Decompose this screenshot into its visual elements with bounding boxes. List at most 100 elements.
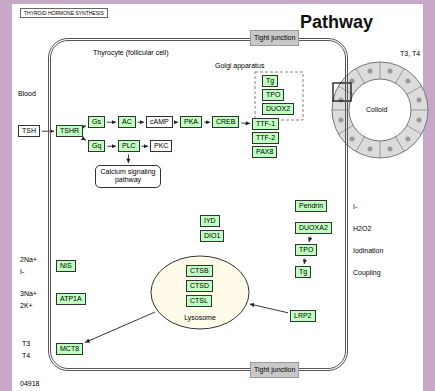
slide-title: Pathway — [300, 12, 373, 33]
connector-arrow — [250, 304, 288, 313]
annotation-label: Coupling — [353, 269, 381, 277]
annotation-label: T3 — [22, 340, 30, 348]
gene-box: DIO1 — [200, 230, 224, 242]
map-title: THYROID HORMONE SYNTHESIS — [20, 8, 108, 18]
gene-box: DUOX2 — [262, 103, 294, 115]
node-text: Calcium signaling pathway — [101, 168, 156, 183]
node-text: DIO1 — [204, 232, 220, 239]
node-text: IYD — [204, 217, 216, 224]
gene-box: Gs — [88, 116, 105, 128]
node-text: CREB — [216, 118, 235, 125]
connector-arrow — [309, 236, 311, 242]
golgi-outline — [255, 72, 303, 120]
organelle-oval: Lysosome CTSB CTSD CTSL — [150, 255, 250, 330]
follicle-lumen — [349, 79, 411, 141]
node-text: CTSB — [190, 267, 209, 274]
node-text: TTF-1 — [256, 120, 275, 127]
junction-label: Tight junction — [250, 362, 299, 378]
node-text: CTSD — [190, 282, 209, 289]
gene-box: Tg — [295, 266, 311, 278]
annotation-label: H2O2 — [353, 225, 371, 233]
node-text: Lysosome — [150, 314, 250, 322]
annotation-label: Blood — [18, 90, 36, 98]
gene-box: AC — [118, 116, 136, 128]
node-text: TSH — [22, 127, 36, 134]
node-text: Thyrocyte (follicular cell) — [51, 41, 345, 57]
connector-arrow — [241, 122, 250, 123]
compound-box: PKC — [150, 140, 172, 152]
gene-box: TPO — [262, 89, 284, 101]
gene-box: PLC — [118, 140, 140, 152]
gene-box: DUOXA2 — [295, 222, 332, 234]
cell-nuclei — [339, 69, 422, 152]
gene-box: PKA — [180, 116, 202, 128]
oval-shape — [151, 256, 249, 329]
node-text: Gs — [92, 118, 101, 125]
node-text: CTSL — [190, 297, 208, 304]
gene-box: CTSD — [186, 280, 213, 292]
connector-arrow — [138, 122, 144, 123]
gene-box: Pendrin — [295, 200, 327, 212]
gene-box: TTF-1 — [252, 118, 279, 130]
node-text: PKA — [184, 118, 198, 125]
annotation-label: Colloid — [366, 106, 387, 114]
node-text: AC — [122, 118, 132, 125]
node-text: NIS — [60, 262, 72, 269]
connector-arrow — [175, 122, 178, 123]
node-text: PAX8 — [256, 148, 273, 155]
annotation-label: 2K+ — [20, 302, 33, 310]
node-text: TPO — [266, 91, 280, 98]
annotation-label: I- — [353, 203, 357, 211]
connector-arrow — [142, 146, 148, 147]
gene-box: TPO — [295, 244, 317, 256]
annotation-label: 3Na+ — [20, 290, 37, 298]
node-text: PKC — [154, 142, 168, 149]
annotation-label: 2Na+ — [20, 256, 37, 264]
gene-box: IYD — [200, 215, 220, 227]
gene-box: CTSL — [186, 295, 212, 307]
node-text: DUOX2 — [266, 105, 290, 112]
gene-box: Gq — [88, 140, 105, 152]
cell-outline: Thyrocyte (follicular cell) TSHR Gs AC cAMP P… — [48, 38, 348, 371]
gene-box: CREB — [212, 116, 239, 128]
annotation-label: Golgi apparatus — [215, 62, 264, 70]
focus-square — [333, 83, 351, 101]
pathway-link-box: Calcium signaling pathway — [95, 165, 161, 188]
compound-box: cAMP — [146, 116, 173, 128]
node-text: cAMP — [150, 118, 169, 125]
connector-arrow — [84, 139, 86, 141]
node-text: Tg — [266, 77, 274, 84]
node-text: TPO — [299, 246, 313, 253]
annotation-label: T3, T4 — [400, 50, 420, 58]
node-text: ATP1A — [60, 295, 82, 302]
node-text: DUOXA2 — [299, 224, 328, 231]
connector-arrow — [85, 125, 87, 126]
connector-arrow — [107, 122, 116, 123]
annotation-label: T4 — [22, 352, 30, 360]
node-text: TSHR — [60, 127, 79, 134]
connector-arrow — [304, 258, 306, 264]
gene-box: TSHR — [56, 125, 83, 137]
node-text: PLC — [122, 142, 136, 149]
annotation-label: Iodination — [353, 247, 383, 255]
junction-label: Tight junction — [250, 30, 299, 46]
compound-box: TSH — [18, 125, 40, 137]
gene-box: CTSB — [186, 265, 213, 277]
node-text: TTF-2 — [256, 134, 275, 141]
gene-box: MCT8 — [56, 343, 83, 355]
annotation-label: 04918 — [20, 380, 39, 388]
gene-box: LRP2 — [290, 310, 316, 322]
node-text: Tg — [299, 268, 307, 275]
connector-arrow — [107, 146, 116, 147]
gene-box: ATP1A — [56, 293, 86, 305]
node-text: Gq — [92, 142, 101, 149]
gene-box: NIS — [56, 260, 76, 272]
gene-box: TTF-2 — [252, 132, 279, 144]
node-text: Pendrin — [299, 202, 323, 209]
node-text: MCT8 — [60, 345, 79, 352]
gene-box: Tg — [262, 75, 278, 87]
connector-arrow — [128, 154, 129, 163]
